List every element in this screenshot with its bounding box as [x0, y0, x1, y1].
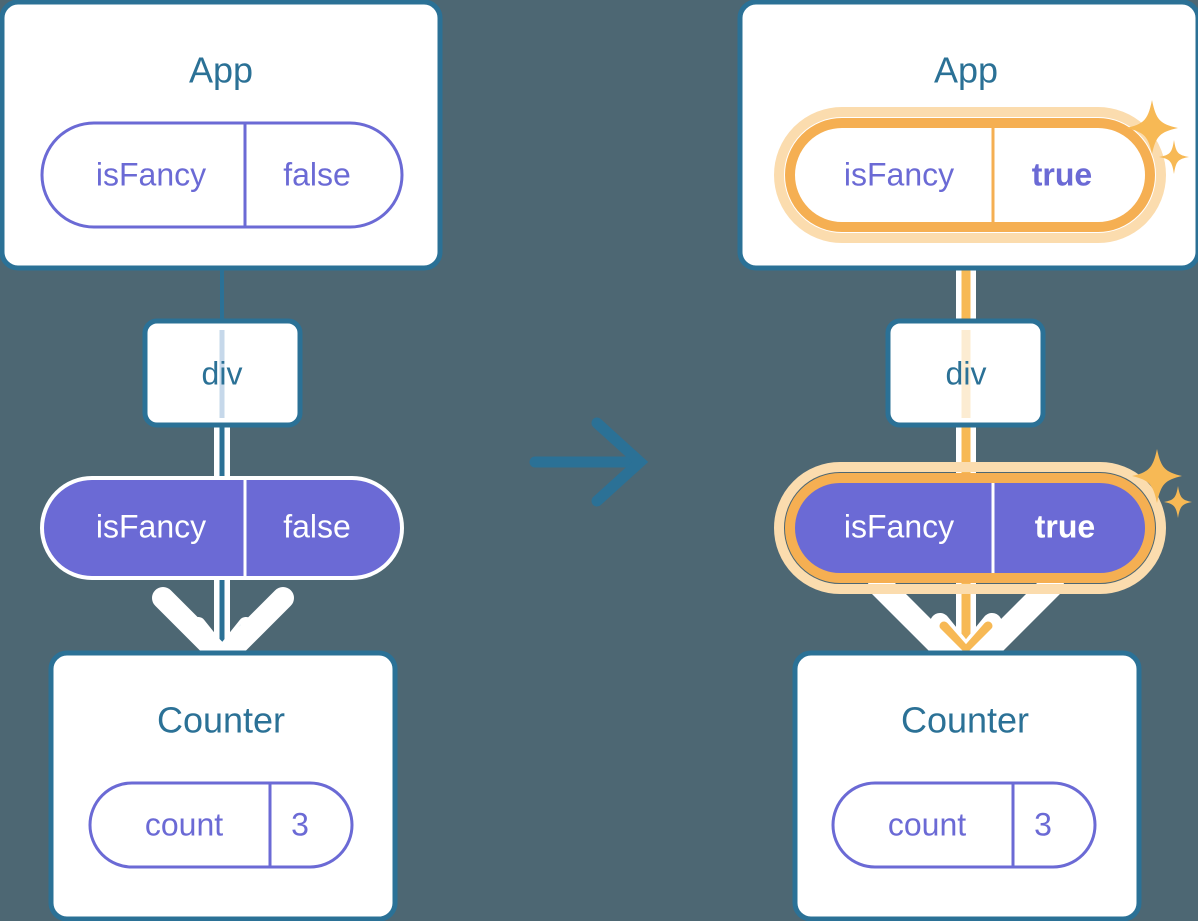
- dom-pill-glow-after: [774, 462, 1166, 594]
- dom-pill-key-after: isFancy: [844, 508, 954, 544]
- dom-pill-value-after: true: [1035, 508, 1095, 544]
- counter-pill-frame-after: [831, 781, 1097, 869]
- wing-left-before: [152, 587, 236, 671]
- dom-pill-highlight-ring-after: [785, 473, 1155, 583]
- app-pill-value-after: true: [1032, 156, 1092, 192]
- sparkle-icon-large-dom: [1132, 449, 1182, 503]
- dom-prop-pill-before[interactable]: isFancy false: [40, 476, 404, 580]
- dom-prop-pill-after[interactable]: isFancy true: [774, 462, 1166, 594]
- div-node-box-before[interactable]: div: [142, 318, 303, 428]
- app-pill-key-before: isFancy: [96, 156, 206, 192]
- counter-pill-value-after: 3: [1034, 806, 1052, 842]
- div-node-box-after[interactable]: div: [885, 318, 1046, 428]
- dom-pill-frame-before: [40, 476, 404, 580]
- app-box-label-after: App: [934, 50, 998, 91]
- panel-before: App isFancy false div isFancy false: [0, 0, 443, 921]
- app-pill-key-after: isFancy: [844, 156, 954, 192]
- app-pill-value-before: false: [283, 156, 351, 192]
- app-pill-highlight-ring-after: [785, 118, 1155, 232]
- counter-box-label-before: Counter: [157, 700, 285, 741]
- wing-right-before: [210, 587, 294, 671]
- app-state-pill-after[interactable]: isFancy true: [774, 107, 1166, 243]
- dom-pill-value-before: false: [283, 508, 351, 544]
- transition-arrow: [529, 417, 649, 507]
- transition-arrow-head: [591, 417, 649, 507]
- div-box-label-after: div: [946, 355, 987, 391]
- sparkle-icon-small-app: [1159, 140, 1189, 174]
- panel-after: App isFancy true div isFancy: [737, 0, 1198, 921]
- dom-pill-key-before: isFancy: [96, 508, 206, 544]
- counter-pill-frame-before: [88, 781, 354, 869]
- sparkle-icon-large-app: [1126, 100, 1178, 154]
- app-pill-frame-before: [40, 121, 404, 229]
- div-box-label-before: div: [202, 355, 243, 391]
- counter-pill-key-after: count: [888, 806, 966, 842]
- counter-state-pill-before[interactable]: count 3: [88, 781, 354, 869]
- counter-box-label-after: Counter: [901, 700, 1029, 741]
- sparkle-group-dom: [1132, 449, 1192, 518]
- counter-state-pill-after[interactable]: count 3: [831, 781, 1097, 869]
- app-box-label-before: App: [189, 50, 253, 91]
- sparkle-icon-small-dom: [1164, 486, 1192, 518]
- sparkle-group-app: [1126, 100, 1189, 174]
- app-state-pill-before[interactable]: isFancy false: [40, 121, 404, 229]
- counter-pill-value-before: 3: [291, 806, 309, 842]
- counter-pill-key-before: count: [145, 806, 223, 842]
- app-pill-glow-after: [774, 107, 1166, 243]
